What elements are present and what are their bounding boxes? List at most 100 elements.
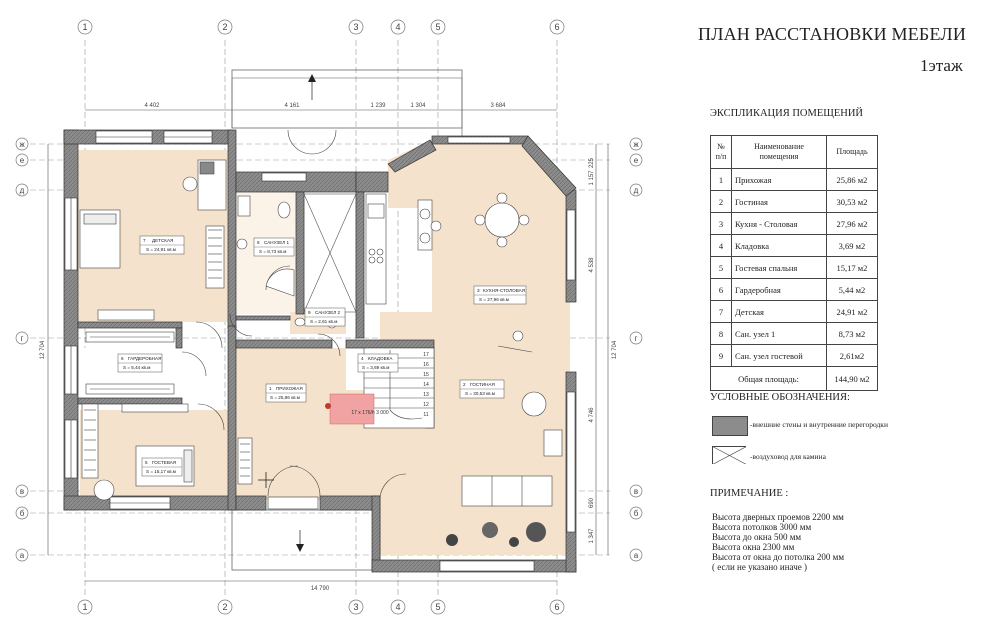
svg-text:S = 8,73 кв.м: S = 8,73 кв.м xyxy=(259,249,286,254)
col-area: Площадь xyxy=(826,135,878,169)
svg-text:САНУЗЕЛ 1: САНУЗЕЛ 1 xyxy=(264,240,290,245)
notes-list: Высота дверных проемов 2200 мм Высота по… xyxy=(712,512,844,572)
svg-text:а: а xyxy=(20,551,25,560)
svg-text:КЛАДОВКА: КЛАДОВКА xyxy=(368,356,393,361)
svg-text:1: 1 xyxy=(82,602,87,612)
dim-right-5: 690 xyxy=(589,497,595,508)
svg-text:ГАРДЕРОБНАЯ: ГАРДЕРОБНАЯ xyxy=(128,356,161,361)
svg-text:в: в xyxy=(634,487,638,496)
svg-text:5: 5 xyxy=(435,602,440,612)
axis-bottom-5: 5 xyxy=(430,599,446,615)
stair-step-11: 11 xyxy=(423,412,428,418)
svg-text:S = 3,69 кв.м: S = 3,69 кв.м xyxy=(362,365,389,370)
furniture xyxy=(79,159,563,507)
explication-title: ЭКСПЛИКАЦИЯ ПОМЕЩЕНИЙ xyxy=(710,108,864,119)
svg-text:д: д xyxy=(634,186,639,195)
dim-bottom: 14 790 xyxy=(311,586,330,592)
axis-bottom-4: 4 xyxy=(390,599,406,615)
axis-left-v: в xyxy=(15,484,29,498)
plants xyxy=(446,522,546,547)
axis-left-zh: ж xyxy=(15,137,29,151)
room-tag-3: 3 КУХНЯ-СТОЛОВАЯ S = 27,96 кв.м xyxy=(473,285,527,305)
svg-text:ГОСТЕВАЯ: ГОСТЕВАЯ xyxy=(152,460,176,465)
stair-note: 17 x 176/h 3 000 xyxy=(351,410,388,416)
axis-right-d: д xyxy=(629,183,643,197)
dim-right-4: 4 746 xyxy=(589,407,595,423)
dim-left: 12 704 xyxy=(40,340,46,359)
stair-marker xyxy=(325,403,331,409)
col-no: № п/п xyxy=(710,135,732,169)
axis-right-v: в xyxy=(629,484,643,498)
svg-text:д: д xyxy=(20,186,25,195)
stair-first-steps xyxy=(329,393,375,425)
windows xyxy=(64,130,576,572)
dim-top-5: 3 684 xyxy=(490,103,506,109)
svg-text:б: б xyxy=(20,509,25,518)
dim-top-4: 1 304 xyxy=(410,103,426,109)
axis-left-b: б xyxy=(15,506,29,520)
svg-text:в: в xyxy=(20,487,24,496)
svg-text:ДЕТСКАЯ: ДЕТСКАЯ xyxy=(152,238,173,243)
room-tag-8: 8 САНУЗЕЛ 1 S = 8,73 кв.м xyxy=(253,237,295,257)
note-item: Высота окна 2300 мм xyxy=(712,542,795,552)
table-total-row: Общая площадь: 144,90 м2 xyxy=(710,366,878,391)
svg-text:ж: ж xyxy=(633,140,639,149)
svg-text:6: 6 xyxy=(554,602,559,612)
room-tag-9: 9 САНУЗЕЛ 2 S = 2,61 кв.м xyxy=(304,307,346,327)
svg-text:5: 5 xyxy=(145,460,148,465)
svg-text:3: 3 xyxy=(477,288,480,293)
stair-step-13: 13 xyxy=(423,392,429,398)
note-item: Высота от окна до потолка 200 мм xyxy=(712,552,845,562)
svg-text:б: б xyxy=(634,509,639,518)
dim-top-2: 4 161 xyxy=(284,103,300,109)
dim-right: 12 704 xyxy=(612,340,618,359)
svg-text:1: 1 xyxy=(269,386,272,391)
axis-right-b: б xyxy=(629,506,643,520)
dim-right-1: 225 xyxy=(589,157,595,168)
axis-bottom-6: 6 xyxy=(549,599,565,615)
note-item: ( если не указано иначе ) xyxy=(712,562,807,572)
axis-bottom-2: 2 xyxy=(217,599,233,615)
axis-right-zh: ж xyxy=(629,137,643,151)
room-tag-4: 4 КЛАДОВКА S = 3,69 кв.м xyxy=(357,353,399,373)
svg-text:4: 4 xyxy=(395,602,400,612)
dim-top-1: 4 402 xyxy=(144,103,160,109)
note-item: Высота до окна 500 мм xyxy=(712,532,802,542)
stair-step-14: 14 xyxy=(423,382,429,388)
room-tag-5: 5 ГОСТЕВАЯ S = 15,17 кв.м xyxy=(141,457,183,477)
svg-text:9: 9 xyxy=(308,310,311,315)
svg-text:2: 2 xyxy=(463,382,466,387)
dim-top-3: 1 239 xyxy=(370,103,386,109)
room-tag-1: 1 ПРИХОЖАЯ S = 25,86 кв.м xyxy=(265,383,307,403)
svg-text:г: г xyxy=(21,334,24,343)
svg-text:3: 3 xyxy=(353,22,358,32)
entrance-arrows xyxy=(296,74,316,552)
duct-swatch xyxy=(712,446,746,464)
note-item: Высота дверных проемов 2200 мм xyxy=(712,512,844,522)
page-title: ПЛАН РАССТАНОВКИ МЕБЕЛИ xyxy=(698,24,967,44)
svg-text:е: е xyxy=(634,156,639,165)
stair-step-16: 16 xyxy=(423,362,429,368)
axis-top-3: 3 xyxy=(348,19,364,35)
dim-right-6: 1 347 xyxy=(589,528,595,544)
stair-step-15: 15 xyxy=(423,372,429,378)
svg-text:г: г xyxy=(635,334,638,343)
floor-label: 1этаж xyxy=(920,56,963,75)
svg-text:1: 1 xyxy=(82,22,87,32)
room-tag-2: 2 ГОСТИНАЯ S = 30,53 кв.м xyxy=(459,379,505,399)
svg-text:S = 30,53 кв.м: S = 30,53 кв.м xyxy=(465,391,495,396)
axis-bottom-1: 1 xyxy=(77,599,93,615)
axis-left-a: а xyxy=(15,548,29,562)
svg-text:4: 4 xyxy=(361,356,364,361)
axis-top-2: 2 xyxy=(217,19,233,35)
